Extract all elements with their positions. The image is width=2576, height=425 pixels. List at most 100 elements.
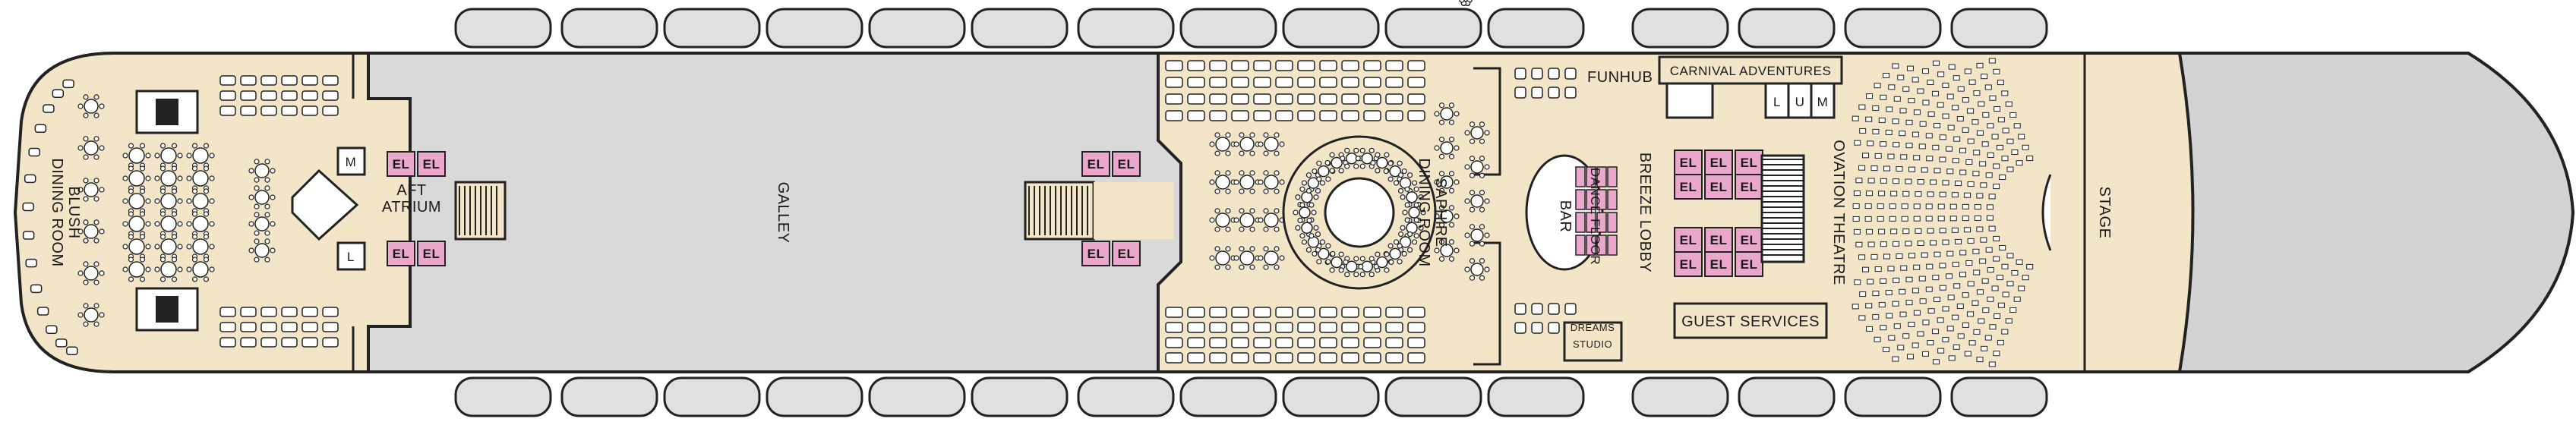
aft-staircases [135, 90, 199, 332]
chair [77, 103, 84, 109]
chair [1370, 159, 1376, 166]
table [1209, 337, 1227, 348]
theatre-seat [1997, 117, 2005, 123]
chair [1353, 163, 1359, 169]
chair [1355, 156, 1361, 162]
theatre-seat [1931, 90, 1939, 96]
round-table [1389, 247, 1401, 260]
chair [254, 177, 260, 183]
chair [1484, 164, 1490, 170]
chair [99, 228, 105, 235]
restrooms-aft [336, 146, 366, 271]
restroom-men-fwd-label: M [1817, 95, 1829, 109]
theatre-seat [1957, 86, 1965, 92]
chair [1434, 247, 1440, 253]
dance-floor-tile [1607, 212, 1618, 233]
chair [1258, 179, 1264, 185]
chair [1387, 176, 1394, 182]
lifeboat-top [454, 8, 552, 49]
lifeboat-top [1077, 8, 1175, 49]
table [301, 322, 318, 332]
theatre-seat [1967, 138, 1975, 144]
lifeboat-top [1950, 8, 2048, 49]
lifeboat-bottom [454, 376, 552, 417]
chair [1469, 121, 1476, 128]
theatre-seat [1986, 215, 1994, 221]
table [1165, 60, 1183, 71]
table [1531, 87, 1543, 99]
table [1187, 60, 1205, 71]
table [1231, 322, 1249, 333]
chair [1225, 246, 1231, 252]
chair [186, 153, 192, 159]
chair [171, 234, 178, 240]
table [1231, 60, 1249, 71]
table [281, 337, 298, 348]
theatre-seat [1858, 315, 1866, 321]
theatre-seat [1885, 129, 1893, 135]
theatre-seat [1899, 131, 1906, 137]
chair [1454, 247, 1460, 253]
table [1209, 307, 1227, 318]
chair [1316, 259, 1322, 265]
chair [186, 175, 192, 181]
chair [1344, 272, 1350, 278]
theatre-seat [1880, 141, 1887, 147]
chair [1404, 217, 1410, 223]
theatre-seat [1917, 331, 1924, 337]
chair [1413, 217, 1419, 223]
chair [83, 303, 89, 309]
chair [1479, 138, 1485, 144]
theatre-seat [1915, 191, 1922, 197]
elevator-label: EL [1741, 257, 1758, 272]
theatre-seat [1892, 118, 1899, 124]
theatre-seat [1942, 239, 1949, 245]
chair [1469, 138, 1476, 144]
restroom-ladies-aft-label: L [347, 250, 355, 264]
table [1231, 307, 1249, 318]
chair [191, 276, 198, 282]
theatre-seat [1937, 317, 1944, 323]
table [1297, 60, 1315, 71]
chair [1368, 256, 1375, 262]
table [1319, 352, 1337, 364]
table [36, 307, 49, 316]
chair [191, 165, 198, 172]
theatre-seat [1965, 260, 1973, 266]
chair [154, 221, 160, 227]
table [322, 105, 339, 116]
chair [159, 276, 166, 282]
chair [122, 266, 128, 272]
theatre-seat [1937, 71, 1945, 77]
chair [1214, 226, 1220, 232]
theatre-seat [1965, 159, 1973, 165]
theatre-seat [1937, 203, 1945, 209]
chair [128, 276, 134, 282]
lifeboat-bottom [1179, 376, 1277, 417]
chair [1309, 233, 1315, 239]
theatre-seat [1973, 329, 1981, 335]
chair [171, 276, 178, 282]
theatre-seat [1918, 143, 1926, 150]
chair [1305, 247, 1312, 253]
theatre-seat [1919, 298, 1927, 304]
chair [1479, 275, 1485, 281]
theatre-seat [1870, 165, 1878, 172]
chair [1225, 188, 1231, 194]
theatre-seat [1953, 136, 1961, 142]
chair [1438, 256, 1445, 262]
round-table [1215, 250, 1230, 266]
theatre-seat [2011, 149, 2019, 155]
table [219, 337, 236, 348]
lifeboat-bottom [663, 376, 761, 417]
round-table [1307, 236, 1320, 248]
round-table [192, 170, 209, 187]
theatre-seat [1933, 359, 1940, 365]
dance-floor-tile [1586, 212, 1596, 233]
theatre-seat [1880, 325, 1887, 331]
chair [1413, 186, 1419, 192]
theatre-seat [1934, 168, 1941, 174]
table [22, 202, 34, 212]
theatre-seat [1852, 115, 1859, 121]
round-table [84, 140, 99, 156]
